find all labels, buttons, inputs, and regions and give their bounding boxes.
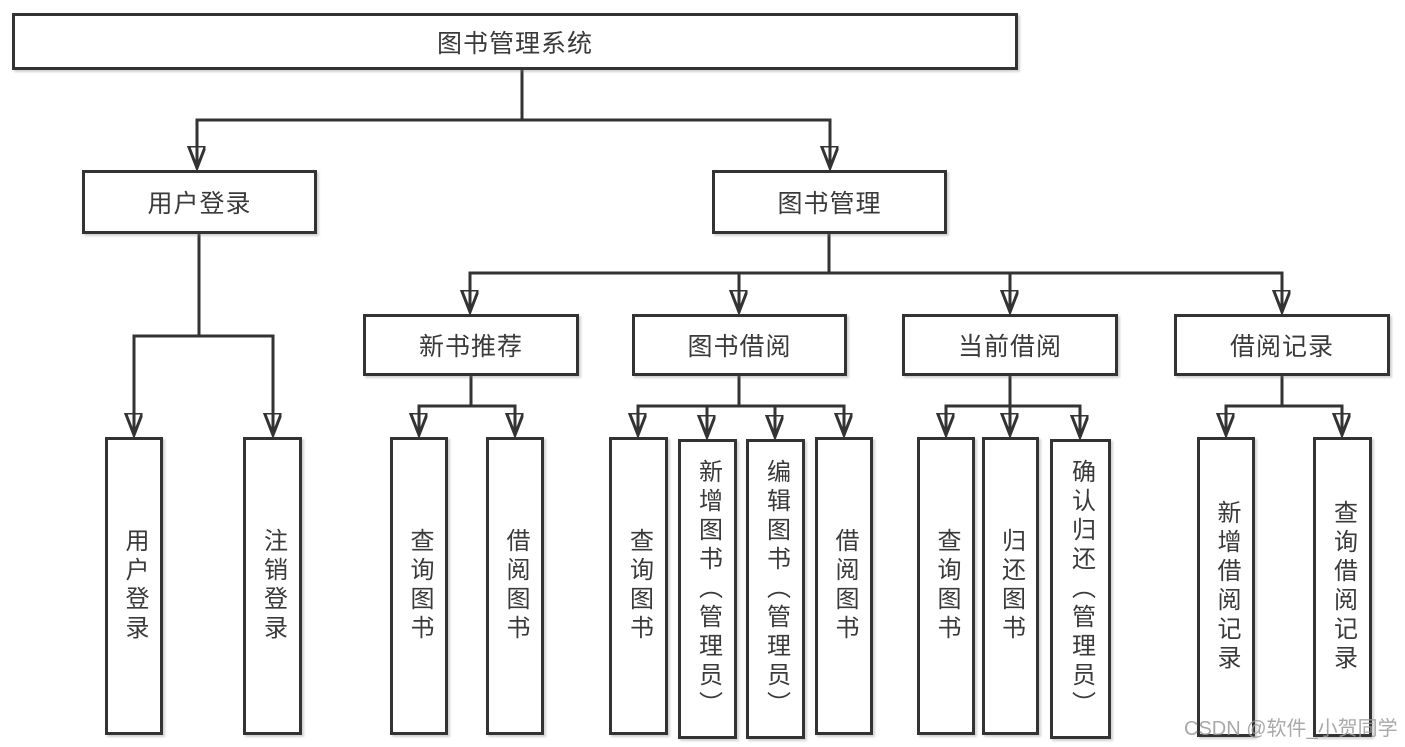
leaf-return-book-label: 归还图书 (997, 528, 1025, 644)
csdn-watermark: CSDN @软件_小贺同学 (1184, 718, 1398, 740)
leaf-query-book-current: 查询图书 (917, 437, 975, 735)
leaf-query-borrow-record: 查询借阅记录 (1313, 437, 1372, 737)
connector-borrow-records-children (1226, 374, 1342, 434)
leaf-confirm-return-admin: 确认归还（管理员） (1050, 439, 1111, 739)
leaf-query-book-borrow: 查询图书 (609, 437, 668, 735)
leaf-user-login-label: 用户登录 (121, 528, 148, 644)
node-book-mgmt-label: 图书管理 (777, 190, 882, 218)
leaf-borrow-book-borrow: 借阅图书 (815, 437, 873, 735)
leaf-add-borrow-record: 新增借阅记录 (1197, 437, 1255, 737)
leaf-add-book-admin: 新增图书（管理员） (678, 439, 737, 739)
leaf-query-book-borrow-label: 查询图书 (625, 528, 653, 644)
node-user-login: 用户登录 (82, 170, 317, 234)
leaf-add-borrow-record-label: 新增借阅记录 (1213, 500, 1240, 674)
leaf-query-book-rec-label: 查询图书 (406, 528, 433, 644)
connector-user-login-children (134, 232, 273, 434)
node-new-book-rec: 新书推荐 (363, 314, 579, 376)
leaf-return-book: 归还图书 (982, 437, 1039, 735)
leaf-edit-book-admin-label: 编辑图书（管理员） (762, 458, 790, 720)
leaf-logout-label: 注销登录 (259, 528, 287, 644)
leaf-borrow-book-borrow-label: 借阅图书 (831, 528, 858, 644)
connector-new-book-rec-children (419, 374, 515, 434)
leaf-query-borrow-record-label: 查询借阅记录 (1329, 500, 1357, 674)
leaf-user-login: 用户登录 (105, 437, 163, 735)
leaf-add-book-admin-label: 新增图书（管理员） (694, 458, 722, 720)
node-book-mgmt: 图书管理 (712, 170, 947, 234)
node-book-borrow-label: 图书借阅 (687, 333, 792, 361)
connector-book-borrow-children (638, 374, 844, 436)
connector-book-mgmt-children (470, 232, 1282, 311)
leaf-confirm-return-admin-label: 确认归还（管理员） (1067, 458, 1095, 720)
node-borrow-records-label: 借阅记录 (1229, 333, 1334, 361)
leaf-borrow-book-rec-label: 借阅图书 (502, 528, 529, 644)
node-borrow-records: 借阅记录 (1174, 314, 1390, 376)
node-current-borrow-label: 当前借阅 (957, 333, 1062, 361)
connector-root-to-level2 (197, 68, 830, 167)
leaf-borrow-book-rec: 借阅图书 (486, 437, 544, 735)
node-book-borrow: 图书借阅 (632, 314, 847, 376)
node-user-login-label: 用户登录 (147, 190, 252, 218)
node-current-borrow: 当前借阅 (902, 314, 1118, 376)
leaf-edit-book-admin: 编辑图书（管理员） (746, 439, 805, 739)
node-root-label: 图书管理系统 (436, 29, 593, 58)
leaf-logout: 注销登录 (243, 437, 302, 735)
node-root: 图书管理系统 (12, 13, 1018, 70)
leaf-query-book-rec: 查询图书 (390, 437, 448, 735)
node-new-book-rec-label: 新书推荐 (418, 333, 523, 361)
leaf-query-book-current-label: 查询图书 (933, 528, 960, 644)
connector-current-borrow-children (946, 374, 1080, 436)
